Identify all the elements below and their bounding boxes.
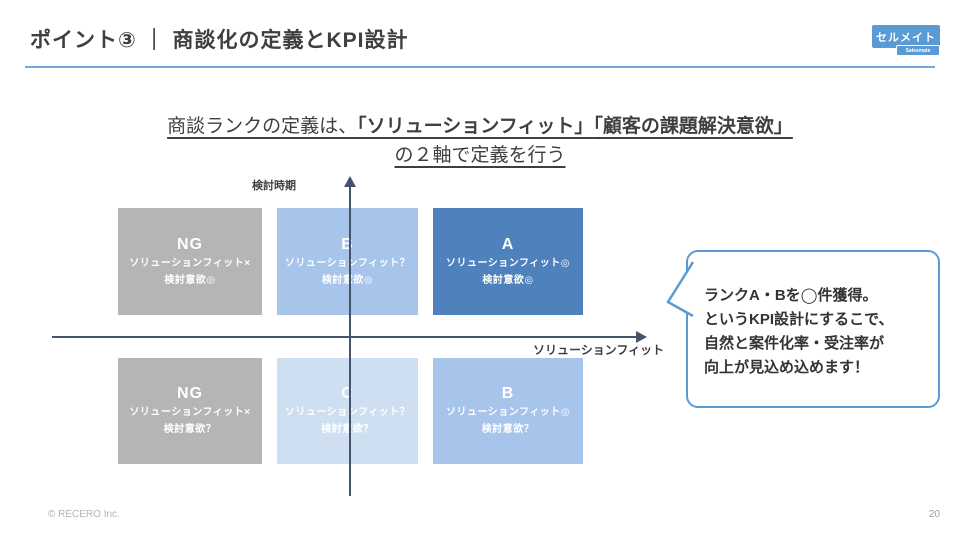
y-axis-label: 検討時期 bbox=[252, 180, 296, 192]
slide-statement: 商談ランクの定義は、「ソリューションフィット」「顧客の課題解決意欲」 の２軸で定… bbox=[40, 112, 920, 170]
statement-line-2: の２軸で定義を行う bbox=[394, 145, 566, 166]
y-axis-arrow-icon bbox=[344, 176, 356, 187]
cell-criteria-2: 検討意欲◎ bbox=[482, 274, 534, 286]
rank-label: B bbox=[501, 385, 515, 402]
cell-criteria-1: ソリューションフィット？ bbox=[284, 257, 411, 269]
cell-criteria-1: ソリューションフィット× bbox=[129, 257, 251, 269]
callout-line-4: 向上が見込め込めます！ bbox=[704, 359, 870, 376]
y-axis-line bbox=[349, 186, 351, 496]
brand-logo-badge: Salesmate bbox=[896, 45, 940, 56]
rank-label: B bbox=[341, 235, 354, 253]
cell-criteria-1: ソリューションフィット◎ bbox=[445, 257, 571, 269]
rank-label: C bbox=[341, 385, 354, 402]
matrix-cell-a: A ソリューションフィット◎ 検討意欲◎ bbox=[433, 208, 583, 315]
cell-criteria-2: 検討意欲◎ bbox=[321, 274, 374, 286]
x-axis-arrow-icon bbox=[636, 331, 647, 343]
matrix-cell-ng-bottom: NG ソリューションフィット× 検討意欲？ bbox=[118, 358, 262, 464]
rank-label: NG bbox=[177, 235, 203, 253]
cell-criteria-2: 検討意欲？ bbox=[481, 424, 535, 435]
speech-bubble-tail bbox=[666, 261, 695, 318]
x-axis-line bbox=[52, 336, 638, 338]
cell-criteria-1: ソリューションフィット× bbox=[129, 407, 251, 418]
page-title: ポイント③ ｜ 商談化の定義とKPI設計 bbox=[30, 29, 409, 52]
callout-line-2: というKPI設計にするこで、 bbox=[704, 311, 894, 328]
page-number: 20 bbox=[928, 509, 940, 520]
copyright-text: © RECERO Inc. bbox=[48, 509, 120, 520]
statement-prefix: 商談ランクの定義は、 bbox=[167, 116, 358, 137]
cell-criteria-2: 検討意欲？ bbox=[163, 424, 217, 435]
statement-keyword-2: 「顧客の課題解決意欲」 bbox=[593, 116, 793, 137]
kpi-callout-bubble: ランクA・Bを◯件獲得。 というKPI設計にするこで、 自然と案件化率・受注率が… bbox=[666, 250, 940, 408]
cell-criteria-2: 検討意欲？ bbox=[321, 424, 374, 435]
matrix-cell-b-top: B ソリューションフィット？ 検討意欲◎ bbox=[277, 208, 418, 315]
matrix-cell-b-bottom: B ソリューションフィット◎ 検討意欲？ bbox=[433, 358, 583, 464]
cell-criteria-2: 検討意欲◎ bbox=[164, 274, 216, 286]
brand-logo: セルメイト bbox=[872, 25, 940, 48]
matrix-cell-c: C ソリューションフィット？ 検討意欲？ bbox=[277, 358, 418, 464]
cell-criteria-1: ソリューションフィット？ bbox=[284, 407, 411, 418]
callout-line-3: 自然と案件化率・受注率が bbox=[704, 335, 885, 352]
statement-line-1: 商談ランクの定義は、「ソリューションフィット」「顧客の課題解決意欲」 bbox=[40, 112, 920, 141]
statement-keyword-1: 「ソリューションフィット」 bbox=[357, 116, 594, 137]
cell-criteria-1: ソリューションフィット◎ bbox=[445, 407, 571, 418]
callout-line-1: ランクA・Bを◯件獲得。 bbox=[704, 287, 878, 304]
x-axis-label: ソリューションフィット bbox=[533, 343, 665, 357]
matrix-cell-ng-top: NG ソリューションフィット× 検討意欲◎ bbox=[118, 208, 262, 315]
rank-label: A bbox=[501, 235, 515, 253]
rank-label: NG bbox=[177, 385, 203, 402]
header-divider bbox=[25, 66, 935, 68]
